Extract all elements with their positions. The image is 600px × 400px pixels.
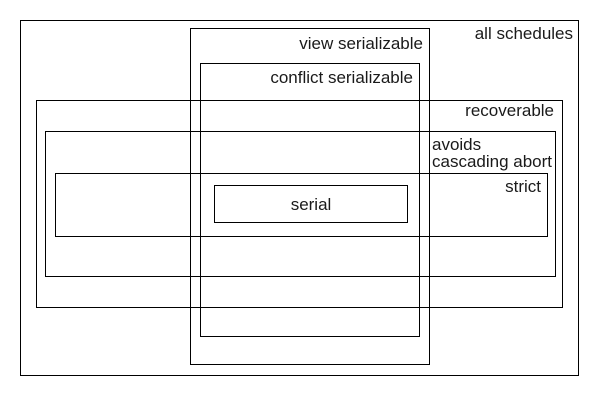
avoids-cascading-abort-label: avoids cascading abort [432,136,552,170]
recoverable-label: recoverable [465,101,554,120]
avoids-label-line2: cascading abort [432,152,553,171]
all-schedules-box: all schedules [20,20,579,376]
recoverable-box: recoverable [36,100,563,308]
avoids-label-line1: avoids [432,135,482,154]
conflict-serializable-label: conflict serializable [270,68,413,87]
avoids-cascading-abort-box: avoids cascading abort [45,131,556,277]
view-serializable-label: view serializable [299,34,423,53]
strict-label: strict [505,177,541,196]
serial-box: serial [214,185,408,223]
serial-label: serial [290,194,332,214]
conflict-serializable-box: conflict serializable [200,63,420,337]
view-serializable-box: view serializable [190,28,430,365]
strict-box: strict [55,173,548,237]
all-schedules-label: all schedules [474,24,573,43]
